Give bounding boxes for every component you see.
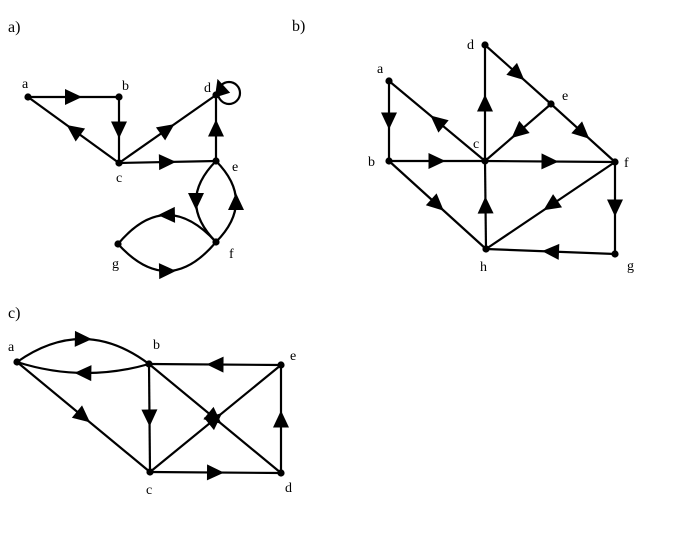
edge-c-e-arrow-icon: [158, 154, 176, 171]
edge-g-h-arrow-icon: [542, 243, 560, 260]
node-e: [212, 157, 220, 165]
edge-c-d-arrow-icon: [155, 124, 175, 141]
node-label-a: a: [377, 62, 384, 77]
edge-c-d-arrow-icon: [206, 464, 224, 481]
edges: [381, 44, 623, 260]
node-d: [212, 91, 220, 99]
nodes: a b c d e f g: [22, 77, 238, 272]
edges: [16, 330, 289, 481]
edge-c-a-arrow-icon: [66, 125, 86, 142]
edge-f-g-arrow-icon: [607, 199, 623, 217]
node-e: [547, 100, 555, 108]
graph-panel-b: b) a b c d e f g h: [292, 18, 634, 275]
edge-e-b-arrow-icon: [206, 356, 224, 373]
nodes: a b c d e f g h: [368, 38, 634, 275]
node-label-b: b: [368, 155, 375, 170]
node-label-e: e: [562, 89, 568, 104]
nodes: a b c d e: [8, 338, 296, 498]
edge-a-c-arrow-icon: [71, 405, 91, 423]
edge-e-c-arrow-icon: [511, 120, 530, 139]
node-c: [115, 159, 123, 167]
graph-panel-c: c) a b c d e: [8, 305, 296, 498]
node-label-e: e: [290, 349, 296, 364]
edge-e-f-arrow-icon: [571, 121, 590, 139]
panel-label-a: a): [8, 19, 20, 36]
panel-label-b: b): [292, 18, 305, 35]
node-g: [611, 250, 619, 258]
edge-e-f-arrow-icon: [188, 193, 204, 210]
node-label-a: a: [8, 340, 15, 355]
node-label-b: b: [153, 338, 160, 353]
edge-a-b-arrow-icon: [381, 112, 397, 130]
edge-g-f-arrow-icon: [158, 263, 177, 280]
edges: [27, 78, 244, 280]
node-label-g: g: [627, 259, 634, 274]
node-f: [212, 238, 220, 246]
edge-d-e-arrow-icon: [273, 410, 289, 428]
node-h: [482, 245, 490, 253]
edge-c-d-arrow-icon: [477, 94, 493, 112]
node-f: [611, 158, 619, 166]
node-b: [145, 360, 153, 368]
node-label-b: b: [122, 79, 129, 94]
edge-b-h-arrow-icon: [425, 193, 444, 211]
edge-h-c-arrow-icon: [477, 196, 494, 214]
node-a: [24, 93, 32, 101]
node-label-h: h: [480, 260, 487, 275]
node-label-g: g: [112, 257, 119, 272]
edge-b-c-arrow-icon: [428, 153, 446, 169]
edge-a-b-arrow-icon: [74, 330, 92, 347]
node-label-d: d: [467, 38, 474, 53]
edge-e-d-arrow-icon: [208, 119, 224, 137]
node-a: [13, 358, 21, 366]
edge-c-e-arrow-icon: [203, 413, 223, 431]
node-label-a: a: [22, 77, 29, 92]
node-label-e: e: [232, 160, 238, 175]
edge-b-c-arrow-icon: [111, 121, 127, 139]
edge-b-a-arrow-icon: [74, 365, 92, 382]
node-label-d: d: [285, 481, 292, 496]
node-g: [114, 240, 122, 248]
edge-f-e-arrow-icon: [228, 193, 244, 210]
edge-f-h-arrow-icon: [543, 194, 563, 211]
edge-b-c-arrow-icon: [141, 409, 158, 427]
edge-d-e-arrow-icon: [506, 62, 525, 81]
node-label-f: f: [624, 156, 629, 171]
node-c: [146, 468, 154, 476]
node-a: [385, 77, 393, 85]
edge-f-g-arrow-icon: [157, 206, 176, 223]
panel-label-c: c): [8, 305, 20, 322]
node-label-c: c: [146, 483, 152, 498]
node-d: [277, 469, 285, 477]
node-b: [385, 157, 393, 165]
edge-c-f-arrow-icon: [541, 153, 559, 170]
node-label-f: f: [229, 247, 234, 262]
node-b: [115, 93, 123, 101]
edge-g-f: [117, 241, 217, 273]
node-e: [277, 361, 285, 369]
node-label-c: c: [473, 137, 479, 152]
edge-c-a-arrow-icon: [430, 115, 449, 133]
node-c: [481, 157, 489, 165]
node-d: [481, 41, 489, 49]
graph-panel-a: a) a b c d e f g: [8, 19, 244, 280]
node-label-c: c: [116, 171, 122, 186]
node-label-d: d: [204, 81, 211, 96]
edge-a-b-arrow-icon: [65, 89, 82, 105]
edge-f-g: [117, 213, 217, 245]
